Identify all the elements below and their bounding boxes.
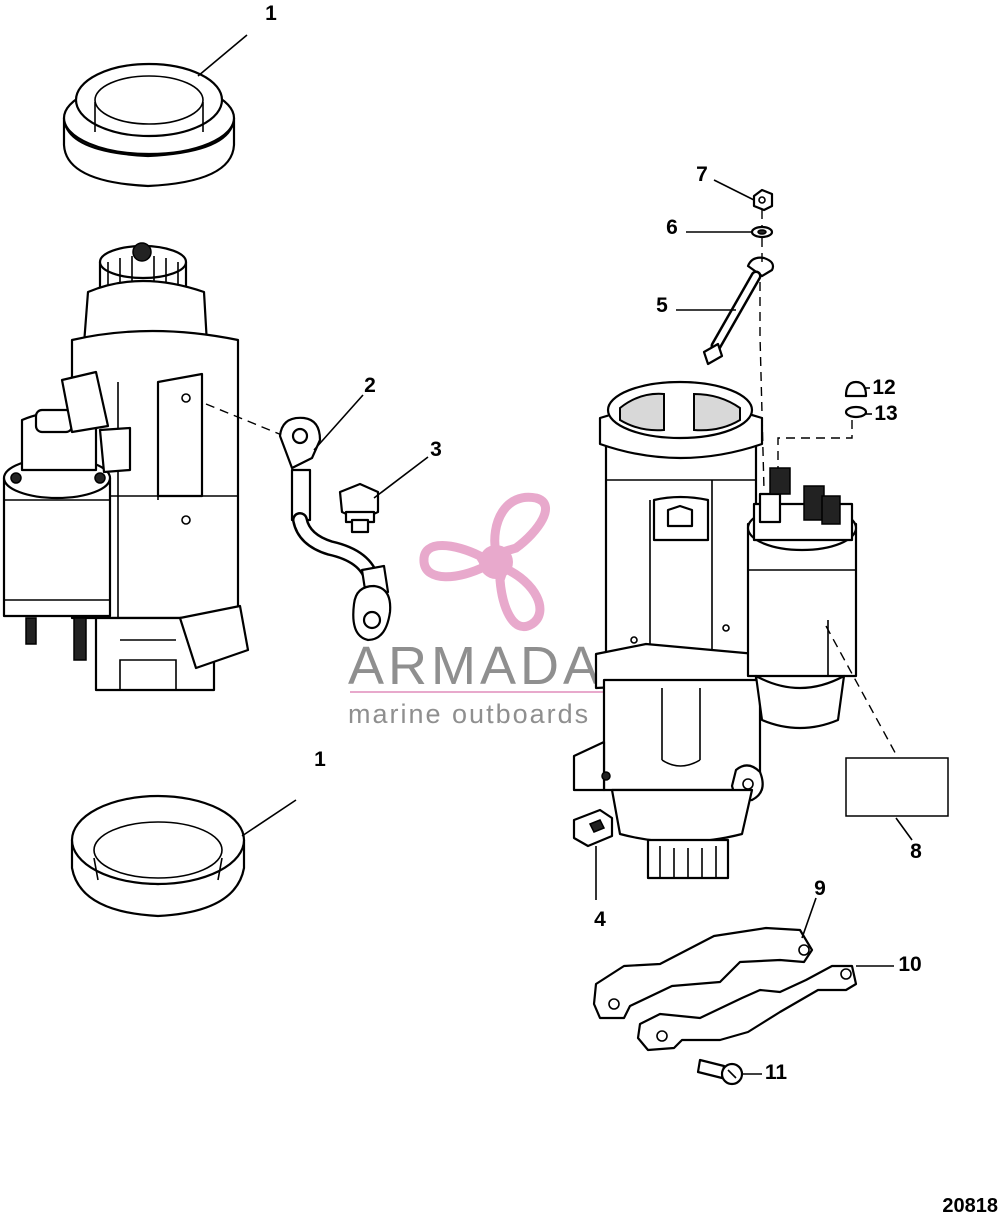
- leader-3: [373, 456, 429, 499]
- part-2-ground-cable: [278, 416, 392, 642]
- leader-1-top: [197, 34, 248, 77]
- assembly-line-5: [759, 210, 765, 491]
- part-7-nut: [752, 188, 774, 212]
- part-1-seal-ring-top: [62, 62, 236, 188]
- callout-5: 5: [656, 294, 668, 317]
- part-5-cable: [702, 256, 775, 366]
- callout-10: 10: [898, 953, 921, 976]
- propeller-logo-icon: [419, 492, 550, 631]
- callout-9: 9: [814, 877, 826, 900]
- leader-1-bottom: [241, 799, 297, 837]
- part-1-seal-ring-bottom: [70, 794, 246, 918]
- callout-8: 8: [910, 840, 922, 863]
- watermark: ARMADA marine outboards: [348, 492, 650, 729]
- part-12-cap-nut: [844, 380, 868, 398]
- leader-2: [313, 394, 364, 451]
- part-3-bolt: [338, 482, 380, 534]
- callout-7: 7: [696, 163, 708, 186]
- part-9-bracket: [592, 926, 814, 1020]
- part-10-bracket: [636, 964, 858, 1052]
- starter-motor-left: [2, 242, 250, 692]
- callout-6: 6: [666, 216, 678, 239]
- watermark-tagline: marine outboards: [348, 699, 590, 729]
- part-13-nut: [844, 405, 868, 419]
- leader-9: [801, 897, 817, 939]
- callout-12: 12: [872, 376, 895, 399]
- starter-motor-right: [572, 380, 858, 880]
- leader-8: [895, 817, 913, 841]
- callout-4: 4: [594, 908, 606, 931]
- part-6-washer: [750, 225, 774, 239]
- callout-1-top: 1: [265, 2, 277, 25]
- watermark-brand: ARMADA: [348, 636, 603, 696]
- callout-13: 13: [874, 402, 897, 425]
- diagram-id: 20818: [942, 1195, 998, 1216]
- part-11-bolt: [696, 1058, 744, 1086]
- assembly-line-8: [825, 625, 899, 759]
- callout-2: 2: [364, 374, 376, 397]
- leader-7: [713, 179, 755, 201]
- callout-11: 11: [765, 1061, 788, 1084]
- assembly-line-13: [777, 420, 853, 490]
- callout-3: 3: [430, 438, 442, 461]
- callout-1-bottom: 1: [314, 748, 326, 771]
- part-4-clip: [572, 808, 614, 848]
- part-8-label-box: [845, 757, 949, 817]
